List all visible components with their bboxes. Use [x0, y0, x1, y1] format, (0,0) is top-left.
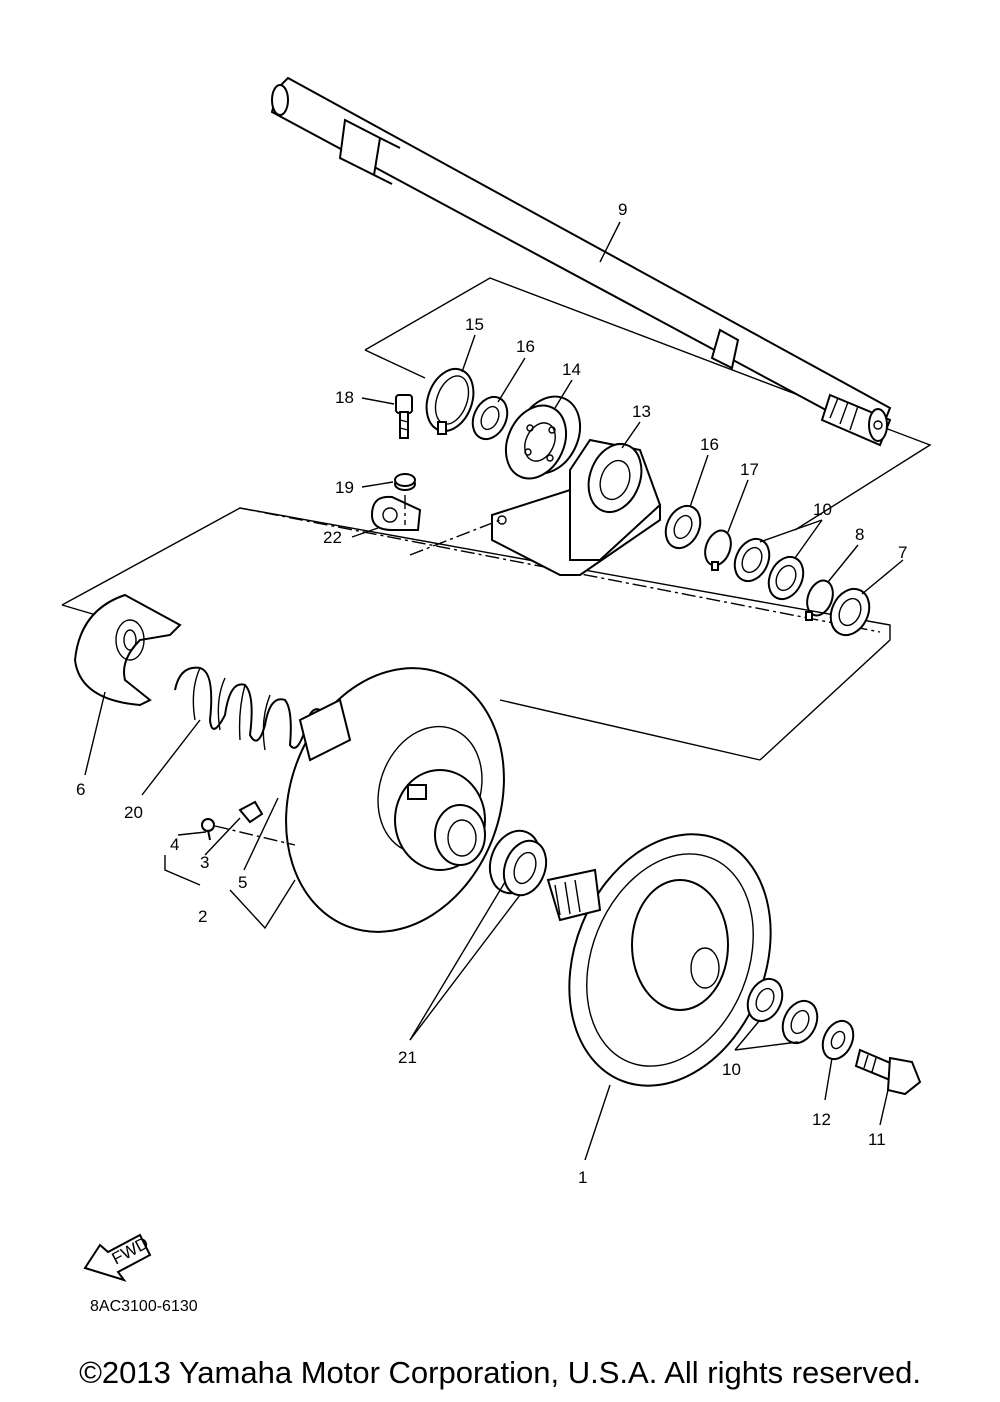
callout-20: 20: [124, 803, 143, 822]
bolt-part-11: [854, 1048, 922, 1096]
washer-part-12: [821, 1019, 855, 1061]
circlip-part-8: [805, 579, 834, 621]
fixed-sheave-part-1: [546, 833, 772, 1087]
movable-sheave-part-5: [285, 667, 505, 933]
callout-9: 9: [618, 200, 627, 219]
callout-22: 22: [323, 528, 342, 547]
circlip-part-15: [425, 368, 475, 435]
nut-part-19: [394, 473, 416, 491]
callout-19: 19: [335, 478, 354, 497]
group-outline-upper: [364, 277, 932, 531]
callout-6: 6: [76, 780, 85, 799]
washer-part-10-a: [733, 537, 805, 601]
callout-18: 18: [335, 388, 354, 407]
callout-2: 2: [198, 907, 207, 926]
callout-21: 21: [398, 1048, 417, 1067]
callout-11: 11: [868, 1130, 886, 1149]
shaft-part-9: [270, 76, 892, 447]
callout-10-b: 10: [722, 1060, 741, 1079]
leader-lines: [84, 221, 904, 1161]
screw-part-4: [201, 818, 215, 841]
callout-13: 13: [632, 402, 651, 421]
callouts: 1 2 3 4 5 6 7 8 9 10 10 11 12 13 14 15 1…: [76, 200, 907, 1187]
bushing-part-21: [488, 829, 548, 897]
callout-10-a: 10: [813, 500, 832, 519]
callout-8: 8: [855, 525, 864, 544]
washer-part-16-b: [664, 504, 702, 550]
bearing-housing-part-13: [409, 438, 662, 576]
callout-17: 17: [740, 460, 759, 479]
callout-1: 1: [578, 1168, 587, 1187]
callout-5: 5: [238, 873, 247, 892]
washer-part-7: [829, 587, 871, 637]
callout-3: 3: [200, 853, 209, 872]
spring-part-20: [174, 666, 321, 751]
callout-12: 12: [812, 1110, 831, 1129]
callout-7: 7: [898, 543, 907, 562]
callout-14: 14: [562, 360, 581, 379]
fwd-arrow-icon: FWD: [83, 1233, 152, 1282]
washer-part-16-a: [471, 395, 509, 441]
washer-part-10-b: [746, 977, 819, 1045]
callout-15: 15: [465, 315, 484, 334]
bolt-part-18: [395, 394, 413, 439]
clamp-part-22: [370, 495, 422, 531]
cam-part-6: [73, 593, 182, 707]
copyright-notice: ©2013 Yamaha Motor Corporation, U.S.A. A…: [79, 1355, 921, 1390]
slider-part-3: [214, 800, 296, 846]
part-code: 8AC3100-6130: [90, 1298, 198, 1315]
callout-16-a: 16: [516, 337, 535, 356]
callout-4: 4: [170, 835, 179, 854]
bearing-part-14: [504, 395, 582, 480]
circlip-part-17: [704, 529, 732, 571]
callout-16-b: 16: [700, 435, 719, 454]
